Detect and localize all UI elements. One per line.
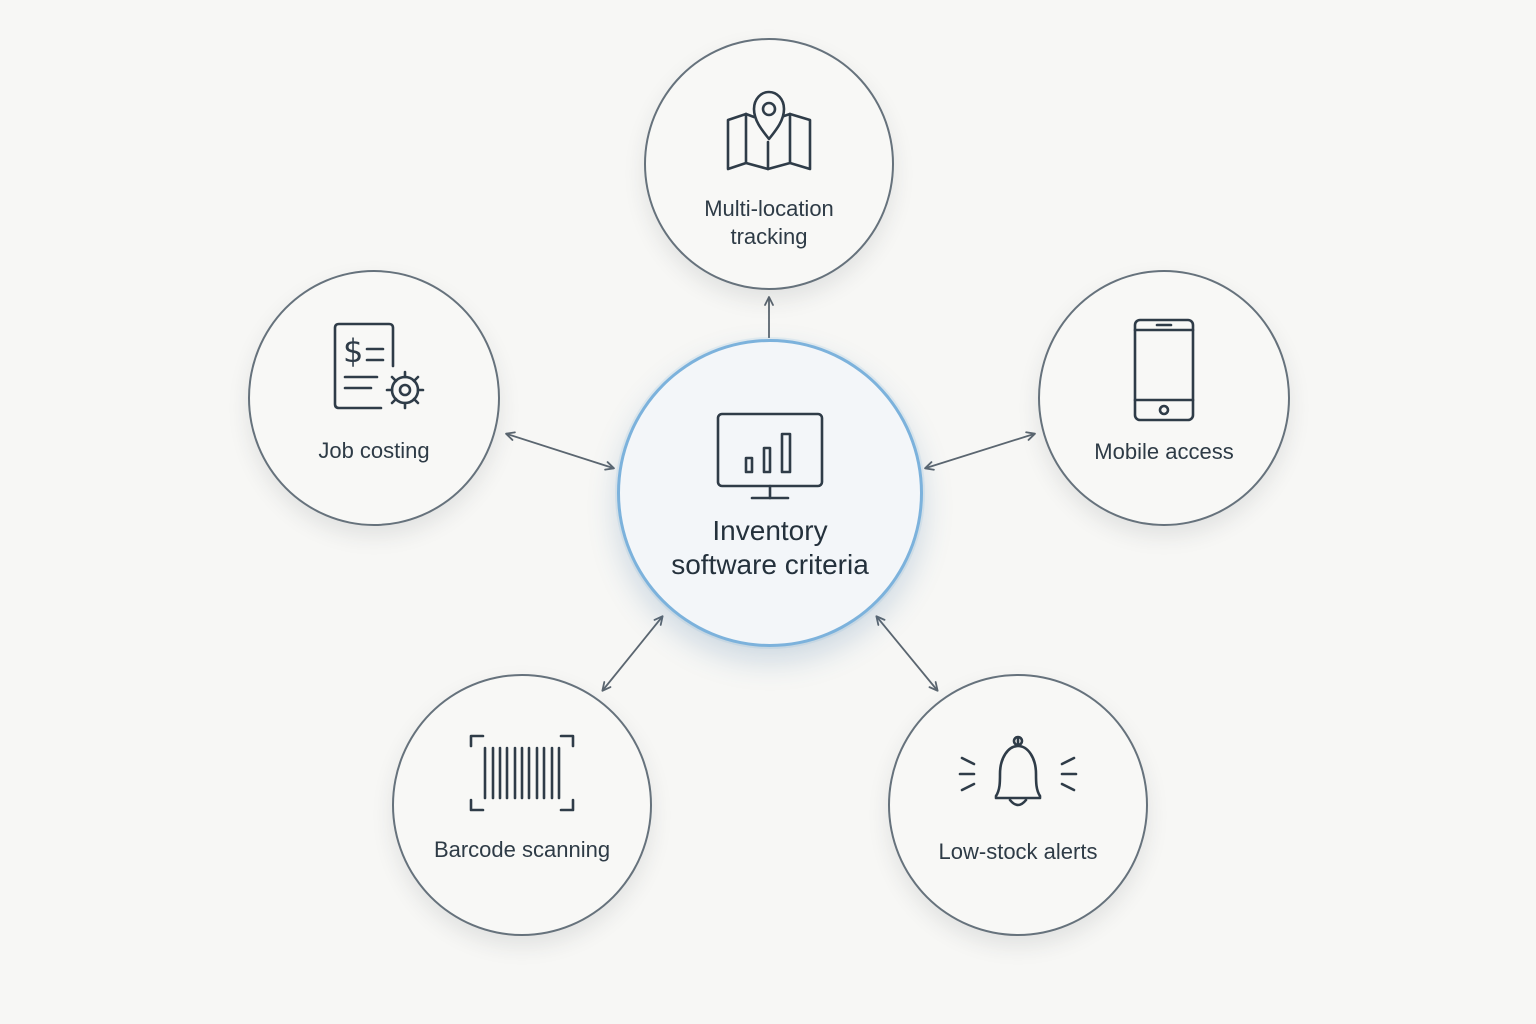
svg-text:$: $	[343, 332, 363, 370]
bell-alert-icon	[958, 735, 1078, 807]
connector-mobile-access	[924, 431, 1036, 471]
map-pin-icon	[726, 90, 812, 171]
invoice-gear-icon: $	[333, 322, 425, 410]
node-label: Mobile access	[1094, 439, 1234, 464]
smartphone-icon	[1133, 318, 1195, 422]
center-label: Inventory software criteria	[671, 515, 869, 580]
node-label: Job costing	[318, 438, 430, 463]
node-mobile-access: Mobile access	[1038, 270, 1290, 526]
center-node: Inventory software criteria	[617, 339, 923, 647]
node-multi-location: Multi-location tracking	[644, 38, 894, 290]
barcode-icon	[469, 734, 575, 812]
connector-low-stock-alerts	[875, 615, 939, 692]
node-label: Low-stock alerts	[938, 839, 1098, 864]
monitor-chart-icon	[716, 412, 824, 500]
node-label: Multi-location tracking	[704, 196, 834, 249]
node-low-stock-alerts: Low-stock alerts	[888, 674, 1148, 936]
connector-job-costing	[505, 431, 615, 471]
connector-barcode-scanning	[601, 615, 664, 692]
node-job-costing: $ Job costing	[248, 270, 500, 526]
node-barcode-scanning: Barcode scanning	[392, 674, 652, 936]
node-label: Barcode scanning	[433, 837, 611, 862]
